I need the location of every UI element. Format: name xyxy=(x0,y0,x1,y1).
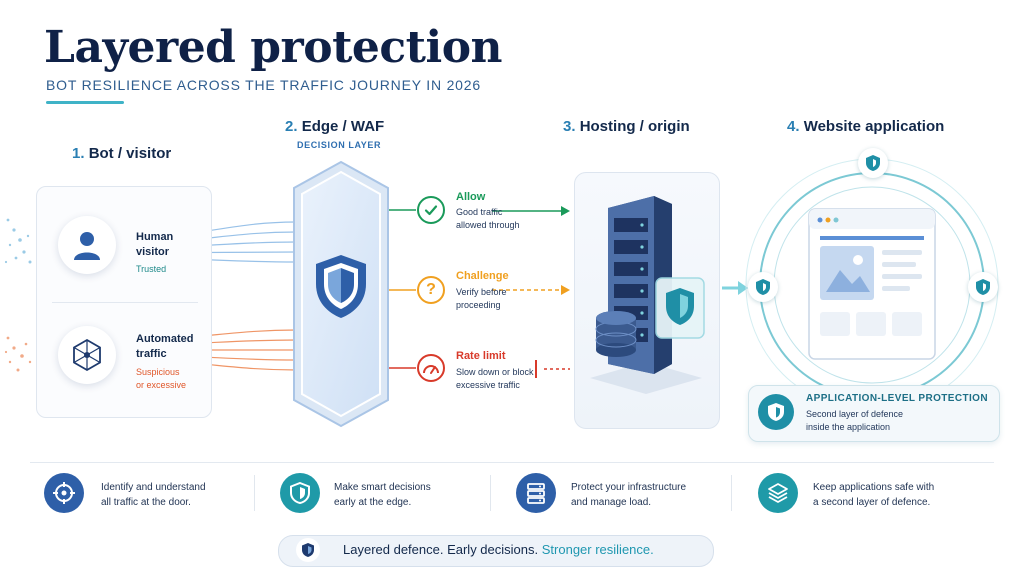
app-protection-text: Second layer of defence inside the appli… xyxy=(806,408,903,434)
step-3-heading: 3. Hosting / origin xyxy=(563,118,690,135)
allow-title: Allow xyxy=(456,191,486,203)
step-2-sublabel: DECISION LAYER xyxy=(297,140,382,150)
note-line: Suspicious xyxy=(136,367,180,377)
target-icon xyxy=(44,473,84,513)
step-4-heading: 4. Website application xyxy=(787,118,944,135)
label-line: Automated xyxy=(136,333,194,345)
page-title: Layered protection xyxy=(44,22,503,73)
tagline: Layered defence. Early decisions. Strong… xyxy=(343,542,654,557)
text-line: Make smart decisions xyxy=(334,482,431,493)
step-1-heading: 1. Bot / visitor xyxy=(72,145,171,162)
human-visitor-label: Human visitor xyxy=(136,230,173,260)
benefits-divider xyxy=(30,462,994,463)
tagline-pill xyxy=(278,535,714,567)
text-line: Protect your infrastructure xyxy=(571,482,687,493)
desc-line: allowed through xyxy=(456,220,520,230)
step-label: Bot / visitor xyxy=(88,145,172,162)
desc-line: proceeding xyxy=(456,300,501,310)
step-number: 3. xyxy=(563,118,576,135)
dot-trail-top xyxy=(4,218,32,264)
automated-traffic-label: Automated traffic xyxy=(136,332,193,362)
app-protection-title: APPLICATION-LEVEL PROTECTION xyxy=(806,393,988,404)
text-line: and manage load. xyxy=(571,497,652,508)
server-icon xyxy=(516,473,556,513)
shield-icon xyxy=(758,394,794,430)
text-line: Second layer of defence xyxy=(806,409,904,419)
allow-description: Good traffic allowed through xyxy=(456,206,556,232)
shield-icon xyxy=(296,538,320,562)
step-number: 1. xyxy=(72,145,85,162)
rate-limit-title: Rate limit xyxy=(456,350,506,362)
step-2-heading: 2. Edge / WAF xyxy=(285,118,384,135)
step-number: 2. xyxy=(285,118,298,135)
text-line: Identify and understand xyxy=(101,482,206,493)
benefit-4-text: Keep applications safe with a second lay… xyxy=(813,480,934,510)
database-icon xyxy=(595,311,637,357)
text-line: all traffic at the door. xyxy=(101,497,191,508)
shield-icon xyxy=(748,272,778,302)
challenge-title: Challenge xyxy=(456,270,509,282)
label-line: visitor xyxy=(136,246,170,258)
benefit-3-text: Protect your infrastructure and manage l… xyxy=(571,480,686,510)
title-underline xyxy=(46,101,124,104)
shield-icon xyxy=(316,255,366,318)
gauge-icon xyxy=(417,354,445,382)
step-number: 4. xyxy=(787,118,800,135)
shield-icon xyxy=(858,148,888,178)
text-line: early at the edge. xyxy=(334,497,412,508)
automated-traffic-note: Suspicious or excessive xyxy=(136,366,186,392)
benefit-separator xyxy=(490,475,491,511)
dot-trail-bottom xyxy=(4,336,32,372)
desc-line: Good traffic xyxy=(456,207,503,217)
desc-line: excessive traffic xyxy=(456,380,520,390)
tagline-main: Layered defence. Early decisions. xyxy=(343,542,539,557)
note-line: or excessive xyxy=(136,380,187,390)
benefit-separator xyxy=(731,475,732,511)
visitor-divider xyxy=(52,302,198,303)
tagline-accent: Stronger resilience. xyxy=(541,542,654,557)
human-visitor-note: Trusted xyxy=(136,264,167,274)
browser-window-icon xyxy=(808,208,936,360)
rate-limit-description: Slow down or block excessive traffic xyxy=(456,366,556,392)
benefit-2-text: Make smart decisions early at the edge. xyxy=(334,480,431,510)
layers-icon xyxy=(758,473,798,513)
server-rack-icon xyxy=(590,196,705,394)
step-label: Edge / WAF xyxy=(301,118,385,135)
shield-icon xyxy=(968,272,998,302)
step-label: Website application xyxy=(803,118,945,135)
benefit-1-text: Identify and understand all traffic at t… xyxy=(101,480,206,510)
label-line: traffic xyxy=(136,348,167,360)
text-line: inside the application xyxy=(806,422,891,432)
shield-icon xyxy=(280,473,320,513)
text-line: Keep applications safe with xyxy=(813,482,935,493)
person-icon xyxy=(58,216,116,274)
network-hexagon-icon xyxy=(58,326,116,384)
benefit-separator xyxy=(254,475,255,511)
question-icon: ? xyxy=(417,276,445,304)
step-label: Hosting / origin xyxy=(579,118,690,135)
page-subtitle: BOT RESILIENCE ACROSS THE TRAFFIC JOURNE… xyxy=(46,77,481,93)
label-line: Human xyxy=(136,231,174,243)
text-line: a second layer of defence. xyxy=(813,497,931,508)
challenge-description: Verify before proceeding xyxy=(456,286,556,312)
check-icon xyxy=(417,196,445,224)
desc-line: Verify before xyxy=(456,287,507,297)
desc-line: Slow down or block xyxy=(456,367,534,377)
